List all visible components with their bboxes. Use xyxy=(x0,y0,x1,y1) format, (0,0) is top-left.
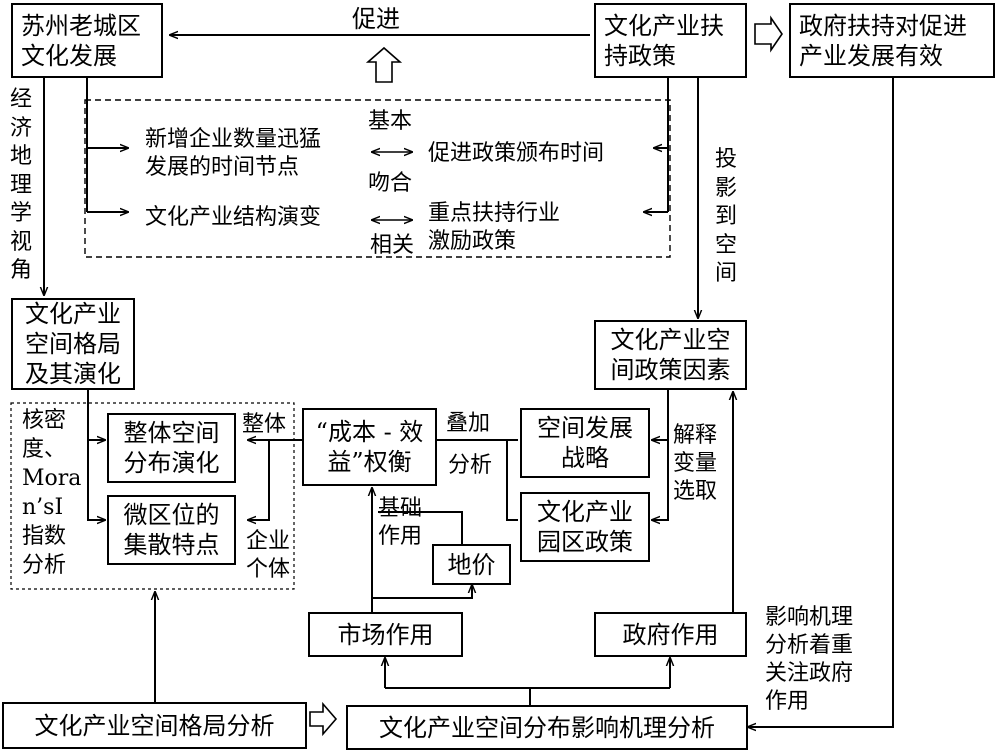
node-spatial-strategy: 空间发展 战略 xyxy=(520,408,650,478)
label-structure-evolution: 文化产业结构演变 xyxy=(145,205,322,230)
label-econ-geo-perspective: 经济地理学视角 xyxy=(9,87,32,283)
node-spatial-pattern: 文化产业 空间格局 及其演化 xyxy=(11,298,135,390)
label-new-enterprise-time: 新增企业数量迅猛 发展的时间节点 xyxy=(145,127,322,180)
node-suzhou-culture: 苏州老城区 文化发展 xyxy=(11,3,163,78)
node-park-policy: 文化产业 园区政策 xyxy=(520,492,650,562)
node-pattern-analysis: 文化产业空间格局分析 xyxy=(2,702,307,749)
hollow-right-arrow-bottom xyxy=(309,701,338,737)
node-gov-role: 政府作用 xyxy=(594,612,747,657)
line-park-to-overlay xyxy=(506,440,518,521)
label-analysis: 分析 xyxy=(448,453,493,478)
line-factor-to-strategy xyxy=(652,390,669,520)
node-cultural-policy: 文化产业扶 持政策 xyxy=(594,3,747,78)
label-mechanism-note: 影响机理 分析着重 关注政府 作用 xyxy=(765,605,854,714)
label-overall: 整体 xyxy=(242,412,287,437)
label-key-industry: 重点扶持行业 激励政策 xyxy=(428,201,561,254)
hollow-right-arrow-top xyxy=(754,15,783,53)
label-overlay: 叠加 xyxy=(446,411,491,436)
label-basic-role: 基础 作用 xyxy=(378,496,423,549)
label-promote: 促进 xyxy=(352,5,400,33)
label-enterprise-individual: 企业 个体 xyxy=(246,529,291,582)
label-kde-moran: 核密 度、 Mora n’sI 指数 分析 xyxy=(22,408,82,578)
label-consistent: 吻合 xyxy=(368,171,413,196)
node-market-role: 市场作用 xyxy=(308,612,463,657)
arrow-support-to-mechanism xyxy=(748,78,894,727)
label-project-to-space: 投影到空间 xyxy=(714,147,737,286)
dashed-time-box xyxy=(84,99,671,258)
node-micro-location: 微区位的 集散特点 xyxy=(107,495,236,565)
node-spatial-policy-factor: 文化产业空 间政策因素 xyxy=(594,320,747,390)
label-policy-time: 促进政策颁布时间 xyxy=(428,141,605,166)
label-basic: 基本 xyxy=(368,109,413,134)
line-market-to-land xyxy=(372,585,472,599)
label-explain-var: 解释 变量 选取 xyxy=(673,423,718,504)
node-cost-benefit: “成本 - 效 益”权衡 xyxy=(302,408,437,486)
arrow-pattern-to-micro xyxy=(87,390,105,520)
hollow-up-arrow xyxy=(365,46,403,83)
line-land-to-cost xyxy=(378,511,463,552)
arrow-bracket-to-micro xyxy=(248,440,270,520)
label-related: 相关 xyxy=(370,233,415,258)
node-land-price: 地价 xyxy=(432,544,511,585)
node-overall-evolution: 整体空间 分布演化 xyxy=(107,413,236,483)
line-mechanism-split xyxy=(385,687,670,705)
node-mechanism-analysis: 文化产业空间分布影响机理分析 xyxy=(346,705,748,750)
node-gov-support-effective: 政府扶持对促进 产业发展有效 xyxy=(789,3,995,78)
